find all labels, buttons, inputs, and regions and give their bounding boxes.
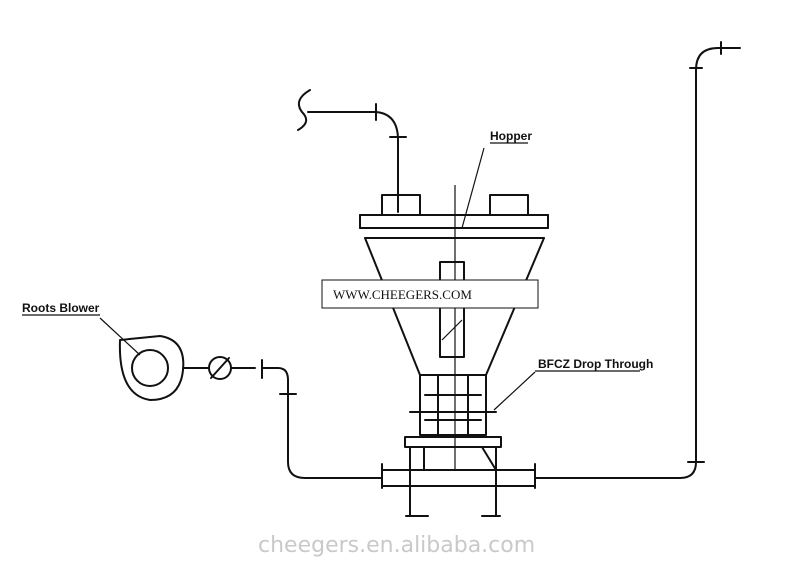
label-drop-through: BFCZ Drop Through (538, 357, 653, 371)
valve-symbol (204, 356, 263, 380)
url-text: WWW.CHEEGERS.COM (333, 287, 472, 302)
roots-blower (99, 317, 206, 401)
url-box: WWW.CHEEGERS.COM (321, 279, 539, 309)
label-roots-blower: Roots Blower (22, 301, 100, 315)
conveying-pipe (261, 41, 741, 489)
label-hopper: Hopper (490, 129, 532, 143)
hopper (359, 147, 549, 470)
watermark: cheegers.en.alibaba.com (258, 533, 535, 558)
drop-through-unit (381, 371, 536, 517)
feed-pipe (297, 89, 407, 213)
